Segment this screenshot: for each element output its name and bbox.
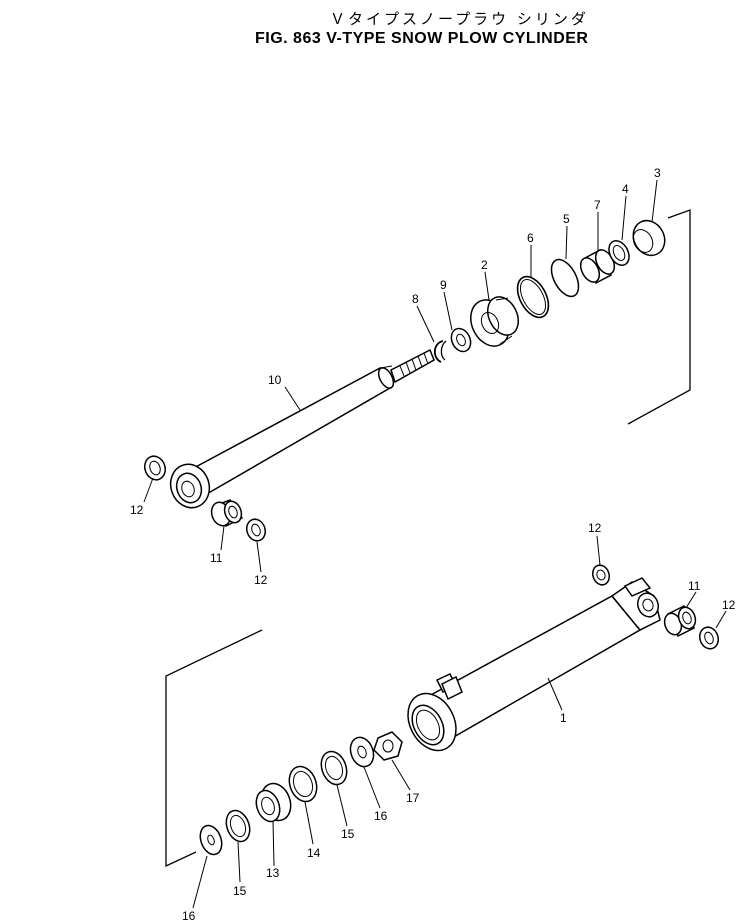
backup-ring-5 <box>550 258 580 298</box>
washer-16-upper <box>349 736 375 768</box>
callout-12-lower-right: 12 <box>722 598 736 612</box>
callout-3: 3 <box>654 166 661 180</box>
piston <box>470 296 519 347</box>
bearing-12-lower-top <box>591 564 611 586</box>
washer-9 <box>450 327 472 353</box>
callout-14: 14 <box>307 846 321 860</box>
wear-ring-15-upper <box>320 750 348 786</box>
gland-3 <box>632 219 666 257</box>
cylinder-tube <box>407 577 661 752</box>
callout-13: 13 <box>266 866 280 880</box>
callout-17: 17 <box>406 791 420 805</box>
nut-17 <box>373 731 403 761</box>
washer-16-lower <box>199 824 223 856</box>
callout-11-lower: 11 <box>688 579 701 593</box>
callout-6: 6 <box>527 231 534 245</box>
callout-16-lower: 16 <box>182 909 196 923</box>
callout-4: 4 <box>622 182 629 196</box>
figure-title: FIG. 863 V-TYPE SNOW PLOW CYLINDER <box>255 30 589 47</box>
callout-1: 1 <box>560 711 567 725</box>
upper-group-bracket <box>627 209 691 425</box>
callout-12-lower-top: 12 <box>588 521 602 535</box>
bushing-11-upper <box>210 499 244 527</box>
snap-ring-inner <box>440 340 447 361</box>
leader-lines <box>143 179 727 909</box>
callout-5: 5 <box>563 212 570 226</box>
callout-10: 10 <box>268 373 282 387</box>
callout-11-upper: 11 <box>210 551 223 565</box>
callout-7: 7 <box>594 198 601 212</box>
bearing-12-upper-mid <box>245 518 267 542</box>
callout-2: 2 <box>481 258 488 272</box>
o-ring-6 <box>516 275 550 319</box>
callout-15-upper: 15 <box>341 827 355 841</box>
callout-16-upper: 16 <box>374 809 388 823</box>
lower-group-bracket <box>165 629 263 868</box>
wear-ring-15-lower <box>225 809 251 843</box>
packing-14 <box>288 765 318 803</box>
rod-packing-13 <box>255 782 292 823</box>
callout-12-upper-left: 12 <box>130 503 144 517</box>
piston-rod <box>169 348 435 509</box>
callout-12-upper-mid: 12 <box>254 573 268 587</box>
callout-15-lower: 15 <box>233 884 247 898</box>
snap-ring <box>433 340 444 363</box>
figure-title-japanese: Ｖタイプスノープラウ シリンダ <box>330 10 589 28</box>
bearing-12-lower-right <box>698 626 720 650</box>
seal-4 <box>608 240 630 266</box>
callout-9: 9 <box>440 278 447 292</box>
callout-8: 8 <box>412 292 419 306</box>
bushing-11-lower <box>663 604 697 638</box>
bearing-12-top-left <box>143 455 167 481</box>
